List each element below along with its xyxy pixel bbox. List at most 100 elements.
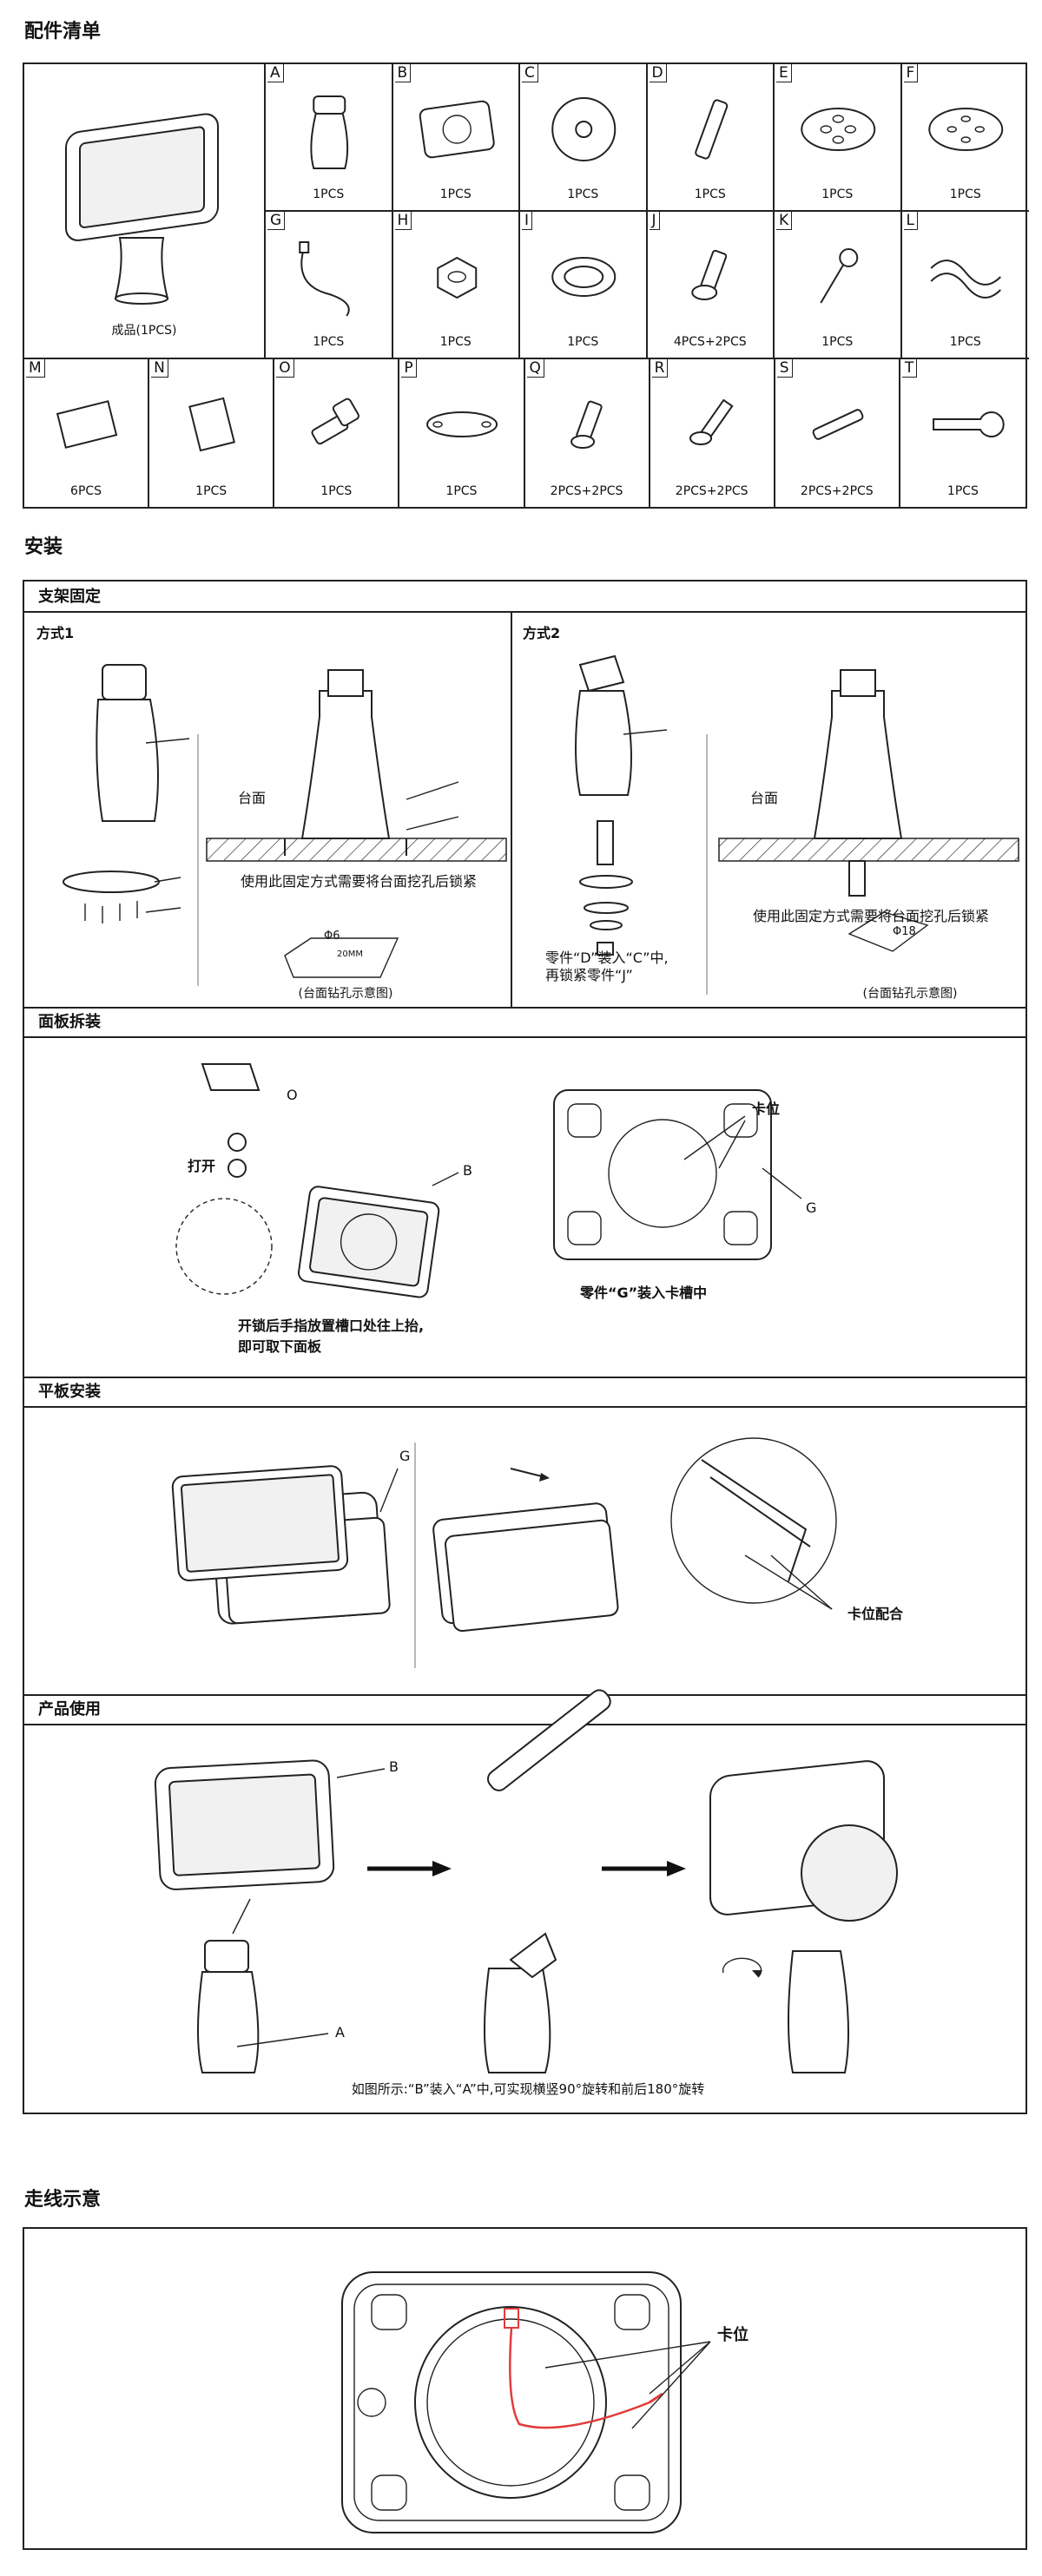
method2-note1: 零件“D”装入“C”中, (545, 950, 669, 966)
parts-title: 配件清单 (24, 21, 102, 43)
tablet-fit-label: 卡位配合 (847, 1606, 904, 1622)
part-illustration-s (812, 409, 864, 440)
part-cell-g: G 1PCS (266, 212, 393, 359)
wiring-slot-label: 卡位 (717, 2326, 749, 2344)
part-cell-h: H 1PCS (392, 212, 520, 359)
install-title: 安装 (24, 536, 63, 558)
stand-illustrations (63, 654, 1019, 995)
panel-illustrations (175, 1063, 802, 1298)
part-letter: O (276, 359, 294, 378)
usage-label-a: A (335, 2024, 345, 2040)
part-illustration-l (930, 260, 1001, 299)
tablet-illustrations (171, 1437, 837, 1668)
part-illustration-h (436, 256, 477, 299)
part-illustration-b (419, 100, 495, 159)
part-cell-k: K 1PCS (775, 212, 902, 359)
part-quantity: 1PCS (949, 187, 981, 201)
part-illustration-t (932, 411, 1005, 437)
part-quantity: 1PCS (439, 187, 472, 201)
panel-slot-label: 卡位 (752, 1101, 781, 1117)
install-section: 支架固定 方式1 方式2 (23, 580, 1027, 2114)
part-letter: F (903, 64, 919, 82)
panel-label-o: O (287, 1087, 298, 1103)
part-quantity: 6PCS (70, 484, 102, 498)
part-quantity: 1PCS (567, 187, 599, 201)
part-illustration-a (310, 95, 349, 169)
part-letter: C (522, 64, 538, 82)
part-letter: N (151, 359, 168, 378)
method1-caption: 使用此固定方式需要将台面挖孔后锁紧 (240, 873, 477, 890)
method1-drill-caption: (台面钻孔示意图) (298, 987, 393, 1001)
usage-header: 产品使用 (24, 1694, 1026, 1725)
part-letter: R (651, 359, 669, 378)
panel-panel: O 打开 B 开锁后手指放置槽口处往上抬, 即可取下面板 卡位 G 零件“G”装… (24, 1038, 1026, 1378)
panel-label-g: G (806, 1199, 817, 1216)
part-quantity: 1PCS (694, 187, 726, 201)
part-illustration-i (551, 257, 617, 297)
part-quantity: 1PCS (821, 187, 854, 201)
usage-panel: B A 如图所示:“B”装入“A”中,可实现横竖90°旋转和前后180°旋转 (24, 1689, 1026, 2114)
part-quantity: 1PCS (195, 484, 228, 498)
stand-panel: 方式1 方式2 (24, 613, 1026, 1009)
method1-title: 方式1 (36, 625, 75, 641)
part-letter: T (901, 359, 918, 378)
part-illustration-g (299, 241, 350, 317)
part-letter: B (394, 64, 412, 82)
method2-caption: 使用此固定方式需要将台面挖孔后锁紧 (752, 908, 989, 924)
part-letter: I (522, 212, 533, 230)
part-illustration-q (570, 400, 603, 449)
part-letter: S (776, 359, 793, 378)
tablet-panel: G 卡位配合 (24, 1408, 1026, 1696)
part-cell-c: C 1PCS (520, 64, 648, 212)
part-cell-t: T 1PCS (900, 359, 1026, 507)
panel-header: 面板拆装 (24, 1007, 1026, 1038)
wiring-illustration (341, 2271, 711, 2533)
part-cell-s: S 2PCS+2PCS (775, 359, 900, 507)
part-letter: G (267, 212, 286, 230)
tablet-label-g: G (399, 1448, 411, 1464)
usage-note: 如图所示:“B”装入“A”中,可实现横竖90°旋转和前后180°旋转 (351, 2081, 705, 2097)
part-quantity: 1PCS (946, 484, 979, 498)
part-quantity: 1PCS (445, 484, 478, 498)
panel-open-label: 打开 (188, 1158, 216, 1174)
part-quantity: 2PCS+2PCS (550, 484, 623, 498)
part-quantity: 1PCS (313, 335, 345, 349)
finished-product-label: 成品(1PCS) (111, 324, 177, 338)
method2-hole-label: Φ18 (893, 925, 916, 938)
part-letter: K (776, 212, 793, 230)
wiring-section: 卡位 (23, 2227, 1027, 2550)
part-letter: A (267, 64, 284, 82)
method1-dim-label: 20MM (337, 950, 363, 959)
method1-surface-label: 台面 (238, 790, 267, 806)
method2-surface-label: 台面 (750, 790, 779, 806)
part-quantity: 2PCS+2PCS (800, 484, 874, 498)
part-illustration-p (426, 411, 498, 437)
part-illustration-f (927, 108, 1003, 151)
part-quantity: 1PCS (439, 335, 472, 349)
panel-label-b: B (463, 1162, 472, 1179)
part-cell-f: F 1PCS (901, 64, 1029, 212)
part-illustration-d (694, 99, 728, 160)
part-illustration-k (820, 248, 859, 304)
method2-note2: 再锁紧零件“J” (545, 967, 633, 983)
part-letter: H (394, 212, 412, 230)
part-quantity: 1PCS (320, 484, 353, 498)
panel-g-note: 零件“G”装入卡槽中 (580, 1285, 708, 1301)
method2-title: 方式2 (523, 625, 561, 641)
part-quantity: 1PCS (821, 335, 854, 349)
method2-drill-caption: (台面钻孔示意图) (862, 987, 958, 1001)
part-illustration-n (188, 397, 236, 452)
panel-note2: 即可取下面板 (238, 1338, 322, 1355)
part-cell-n: N 1PCS (149, 359, 275, 507)
finished-product-cell: 成品(1PCS) (24, 64, 266, 359)
